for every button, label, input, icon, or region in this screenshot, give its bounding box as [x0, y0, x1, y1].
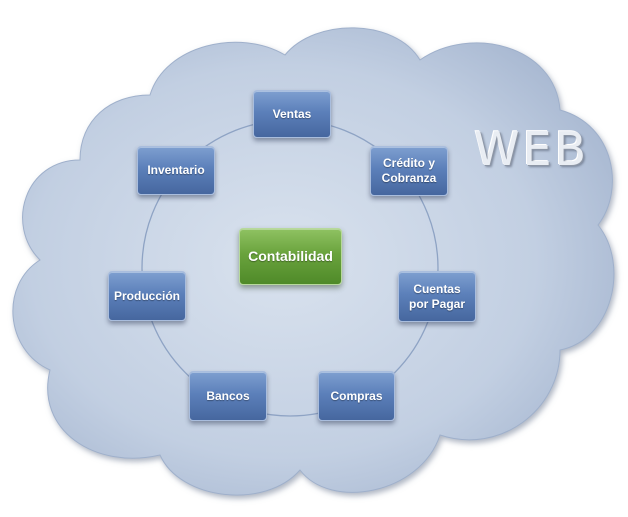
- node-bancos-label: Bancos: [206, 388, 250, 403]
- node-compras-label: Compras: [330, 388, 383, 403]
- node-contabilidad-label: Contabilidad: [248, 248, 333, 264]
- node-inventario[interactable]: Inventario: [137, 146, 215, 195]
- node-produccion-label: Producción: [113, 288, 180, 303]
- node-ventas-label: Ventas: [272, 106, 312, 121]
- node-inventario-label: Inventario: [147, 163, 205, 177]
- node-cuentas-por-pagar-label: Cuentas por Pagar: [408, 281, 465, 311]
- node-cuentas-por-pagar[interactable]: Cuentas por Pagar: [398, 271, 476, 322]
- node-credito-cobranza[interactable]: Crédito y Cobranza: [370, 146, 448, 196]
- node-bancos[interactable]: Bancos: [189, 371, 267, 421]
- node-credito-cobranza-label: Crédito y Cobranza: [381, 156, 437, 185]
- node-ventas[interactable]: Ventas: [253, 90, 331, 138]
- web-watermark: WEB: [474, 122, 590, 176]
- node-compras[interactable]: Compras: [318, 371, 395, 421]
- node-produccion[interactable]: Producción: [108, 271, 186, 321]
- node-contabilidad[interactable]: Contabilidad: [239, 228, 342, 285]
